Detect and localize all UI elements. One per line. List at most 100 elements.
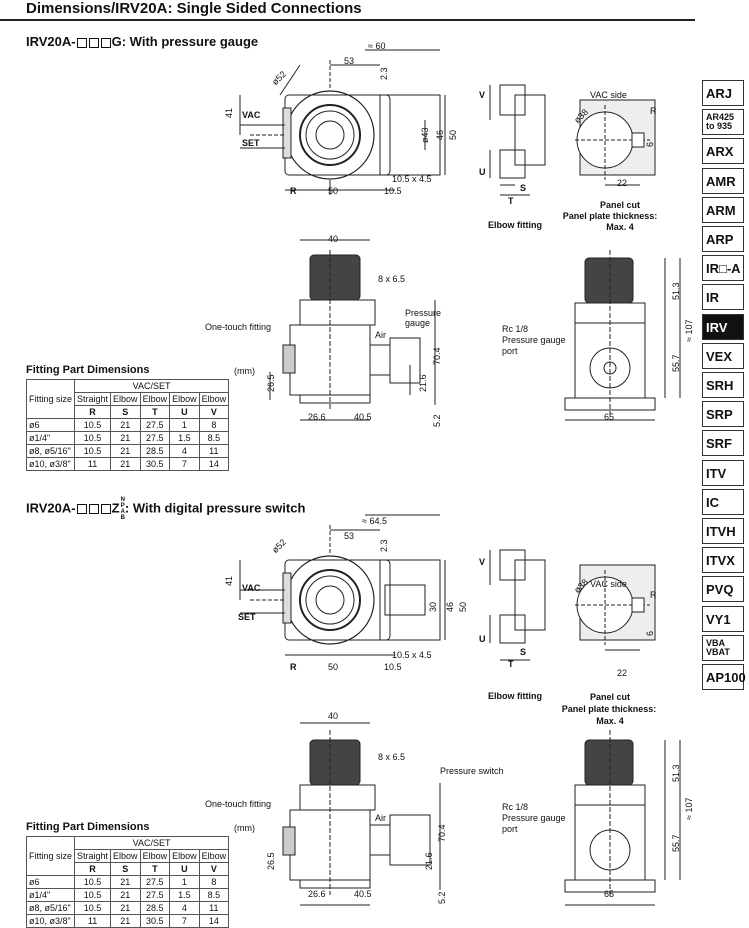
- side-d51-3: 51.3: [671, 282, 681, 300]
- elbow-fitting-2: [489, 549, 546, 661]
- dim2-30: 30: [428, 601, 438, 612]
- sidebar-tab-srh[interactable]: SRH: [702, 372, 744, 398]
- panel-cut-1: [575, 99, 656, 186]
- sidebar-tab-itvx[interactable]: ITVX: [702, 547, 744, 573]
- section-2-prefix: IRV20A-: [26, 500, 76, 516]
- sidebar-tab-ir[interactable]: IR: [702, 284, 744, 310]
- sidebar-tab-arx[interactable]: ARX: [702, 138, 744, 164]
- technical-drawings: [239, 49, 681, 906]
- sidebar-tab-arp[interactable]: ARP: [702, 226, 744, 252]
- fitting-table-1: Fitting size VAC/SET Straight Elbow Elbo…: [25, 379, 230, 471]
- front-d26-5: 26.5: [266, 374, 276, 392]
- front2-d21-6: 21.6: [424, 852, 434, 870]
- front-d40-5: 40.5: [354, 412, 372, 422]
- sidebar-tab-ap100[interactable]: AP100: [702, 664, 746, 690]
- group-header: VAC/SET: [74, 379, 230, 393]
- panel-r: R: [650, 106, 657, 116]
- side2-d107: ≈ 107: [684, 797, 694, 820]
- sidebar-tab-srp[interactable]: SRP: [702, 401, 744, 427]
- fitting-table-2-title: Fitting Part Dimensions: [26, 821, 150, 833]
- panel-vac-side: VAC side: [590, 90, 627, 100]
- group-header: VAC/SET: [74, 836, 230, 850]
- type-cell: Elbow: [139, 392, 171, 406]
- dim2-50v: 50: [458, 601, 468, 612]
- dim2-approx-64-5: ≈ 64.5: [362, 516, 387, 526]
- elbow2-v: V: [479, 557, 486, 567]
- sidebar-tab-vy1[interactable]: VY1: [702, 606, 744, 632]
- front2-d26-5: 26.5: [266, 852, 276, 870]
- side-rc: Rc 1/8: [502, 324, 529, 334]
- sidebar-tab-ic[interactable]: IC: [702, 489, 744, 515]
- front-d70-4: 70.4: [432, 347, 442, 365]
- panel2-caption-2: Panel plate thickness:: [561, 704, 657, 714]
- sidebar-tab-arj[interactable]: ARJ: [702, 80, 744, 106]
- elbow2-t: T: [508, 659, 514, 669]
- sidebar-tab-amr[interactable]: AMR: [702, 168, 744, 194]
- label2-vac: VAC: [242, 583, 261, 593]
- sidebar-tab-pvq[interactable]: PVQ: [702, 576, 744, 602]
- side-d65: 65: [604, 412, 615, 422]
- panel-caption-3: Max. 4: [606, 222, 634, 232]
- side2-d51-3: 51.3: [671, 764, 681, 782]
- front2-hole: 8 x 6.5: [378, 752, 406, 762]
- elbow-s: S: [520, 183, 527, 193]
- page-title: Dimensions/IRV20A: Single Sided Connecti…: [26, 0, 362, 17]
- front2-d40-5: 40.5: [354, 889, 372, 899]
- front-pressure: Pressure: [405, 308, 442, 318]
- panel-cut-2: [575, 564, 656, 651]
- fitting-table-1-title: Fitting Part Dimensions: [26, 364, 150, 376]
- front-d5-2: 5.2: [432, 414, 442, 427]
- label-vac: VAC: [242, 110, 261, 120]
- sidebar-tab-itv[interactable]: ITV: [702, 460, 744, 486]
- side-d107: ≈ 107: [684, 319, 694, 342]
- letter-cell: T: [139, 862, 171, 876]
- sidebar-tab-arm[interactable]: ARM: [702, 197, 744, 223]
- sidebar-tab-itvh[interactable]: ITVH: [702, 518, 744, 544]
- type-cell: Straight: [74, 849, 112, 863]
- label-r: R: [290, 186, 297, 196]
- dim-53: 53: [344, 56, 355, 66]
- sidebar-tab-vex[interactable]: VEX: [702, 343, 744, 369]
- dim2-2-3: 2.3: [379, 539, 389, 552]
- dim-46: 46: [435, 129, 445, 140]
- side-view-1: [564, 250, 681, 421]
- elbow-u: U: [479, 167, 486, 177]
- elbow2-u: U: [479, 634, 486, 644]
- front2-d70-4: 70.4: [437, 824, 447, 842]
- side2-pgp-1: Pressure gauge: [502, 813, 566, 823]
- panel2-d6: 6: [645, 630, 655, 636]
- size-header: Fitting size: [25, 836, 76, 876]
- front2-d5-2: 5.2: [437, 891, 447, 904]
- sidebar-tab-irv[interactable]: IRV: [702, 314, 744, 340]
- fitting-table-2-unit: (mm): [234, 823, 255, 833]
- front-hole: 8 x 6.5: [378, 274, 406, 284]
- top-view-2: [239, 514, 446, 656]
- sidebar-tab-vba-vbat[interactable]: VBA VBAT: [702, 635, 744, 661]
- section-1-title: IRV20A-G: With pressure gauge: [26, 34, 258, 49]
- elbow-fitting-1: [489, 84, 546, 196]
- dim2-46: 46: [445, 601, 455, 612]
- front-gauge: gauge: [405, 318, 431, 328]
- sidebar-tab-srf[interactable]: SRF: [702, 430, 744, 456]
- dim-10-5: 10.5: [384, 186, 402, 196]
- dim-d43: ø43: [420, 127, 430, 143]
- panel2-caption-1: Panel cut: [589, 692, 630, 702]
- front2-air: Air: [375, 813, 386, 823]
- section-1-prefix: IRV20A-: [26, 34, 76, 49]
- dim-50v: 50: [448, 129, 458, 140]
- front2-d40: 40: [328, 711, 339, 721]
- sidebar-tab-ir-a[interactable]: IR□-A: [702, 255, 744, 281]
- front-d26-6: 26.6: [308, 412, 326, 422]
- letter-cell: U: [169, 862, 200, 876]
- panel2-caption-3: Max. 4: [596, 716, 624, 726]
- side-pgp-2: port: [502, 346, 518, 356]
- front-one-touch: One-touch fitting: [205, 322, 272, 332]
- side2-d55-7: 55.7: [671, 834, 681, 852]
- letter-cell: S: [110, 405, 141, 419]
- sidebar-tab-ar425-to-935[interactable]: AR425 to 935: [702, 109, 744, 135]
